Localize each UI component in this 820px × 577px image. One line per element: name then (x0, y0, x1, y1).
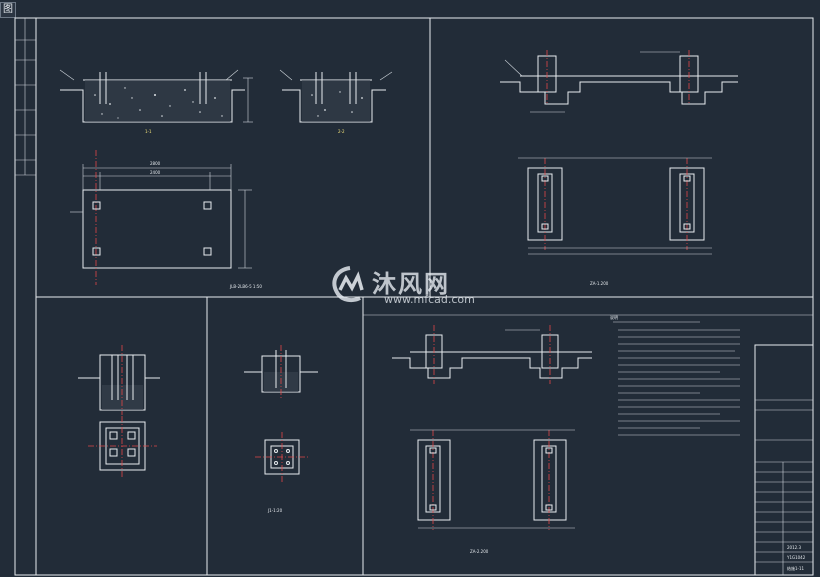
notes-title: 说明 (610, 314, 618, 320)
m-logo-icon (332, 266, 364, 303)
section-za2 (392, 325, 592, 384)
detail-j1-plan (255, 432, 309, 482)
watermark: 沐风网 www.mfcad.com (328, 262, 498, 312)
title-sheet: 结施1-11 (787, 565, 805, 571)
section-1-1-label: 1-1 (145, 129, 152, 134)
plan-view-1 (70, 150, 252, 285)
dim-2800: 2800 (150, 161, 161, 166)
drawing-tab[interactable]: 图 (0, 2, 16, 18)
binding-strip (15, 18, 36, 176)
notes-block (613, 321, 740, 436)
detail-column-section (78, 345, 160, 415)
caption-j1: J1-1:20 (267, 508, 283, 513)
section-za1 (500, 50, 738, 113)
section-2-2-label: 2-2 (338, 129, 345, 134)
plan-view-za2 (410, 429, 575, 530)
title-block (754, 344, 814, 576)
detail-j1-section (244, 345, 318, 398)
watermark-sub: www.mfcad.com (384, 293, 475, 306)
plan-caption-1: JLB-2LB6-5 1:50 (229, 284, 262, 289)
section-2-2 (279, 69, 393, 123)
watermark-main: 沐风网 (372, 270, 450, 298)
drawing-tab-label: 图 (3, 4, 13, 15)
title-drawing-no: Y1G1042 (786, 555, 806, 560)
detail-column-plan (88, 416, 157, 478)
caption-za1: ZA-1.200 (590, 281, 609, 286)
plan-view-za1 (518, 157, 712, 255)
dim-2400: 2400 (150, 170, 161, 175)
caption-za2: ZA-2.200 (470, 549, 489, 554)
title-date: 2012.3 (787, 545, 801, 550)
section-1-1 (59, 69, 253, 123)
